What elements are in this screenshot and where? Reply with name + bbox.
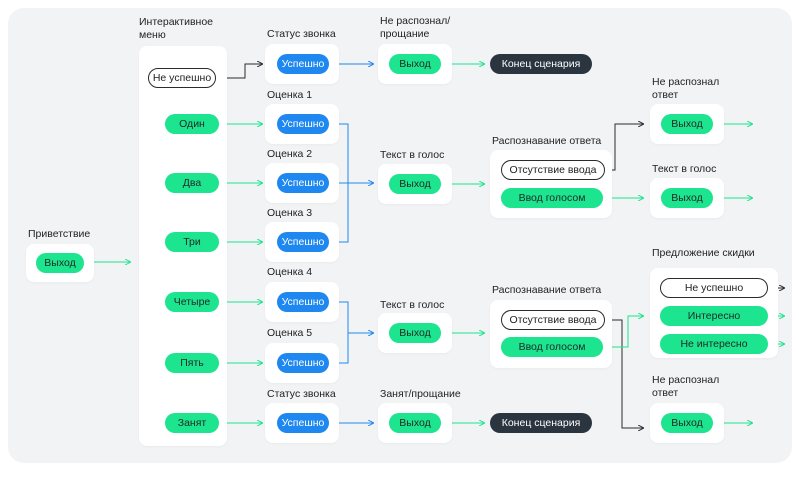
- not-recognized-answer-top-card: Выход: [650, 104, 724, 144]
- recognition-bottom-label: Распознавание ответа: [492, 284, 602, 296]
- discount-not-interested-pill[interactable]: Не интересно: [660, 334, 768, 354]
- menu-item-busy[interactable]: Занят: [165, 413, 219, 433]
- rating2-label: Оценка 2: [267, 148, 313, 160]
- call-status-bottom-label: Статус звонка: [267, 388, 336, 400]
- discount-interested-pill[interactable]: Интересно: [660, 306, 768, 326]
- menu-item-four[interactable]: Четыре: [165, 292, 219, 312]
- busy-farewell-label: Занят/прощание: [380, 388, 461, 400]
- menu-item-three[interactable]: Три: [165, 232, 219, 252]
- tts-col5-label: Текст в голос: [652, 163, 717, 175]
- menu-item-two[interactable]: Два: [165, 173, 219, 193]
- success-pill-rating2[interactable]: Успешно: [277, 173, 329, 193]
- menu-label: Интерактивное меню: [139, 16, 213, 41]
- rating5-card: Успешно: [265, 343, 339, 383]
- menu-item-not-success[interactable]: Не успешно: [148, 68, 216, 88]
- discount-not-success-pill[interactable]: Не успешно: [660, 278, 768, 298]
- no-input-pill-bottom[interactable]: Отсутствие ввода: [501, 310, 605, 330]
- exit-pill-col5-1[interactable]: Выход: [661, 114, 713, 134]
- rating3-card: Успешно: [265, 222, 339, 262]
- call-status-top-label: Статус звонка: [267, 28, 336, 40]
- success-pill-status-top[interactable]: Успешно: [277, 54, 329, 74]
- discount-offer-label: Предложение скидки: [652, 247, 755, 259]
- greeting-label: Приветствие: [28, 228, 91, 240]
- exit-pill-col5-2[interactable]: Выход: [661, 188, 713, 208]
- tts-bottom-label: Текст в голос: [380, 299, 445, 311]
- menu-item-five[interactable]: Пять: [165, 353, 219, 373]
- not-recognized-answer-top-label: Не распознал ответ: [652, 76, 720, 101]
- tts-top-card: Выход: [378, 164, 452, 204]
- call-status-top-card: Успешно: [265, 44, 339, 84]
- rating4-card: Успешно: [265, 282, 339, 322]
- call-status-bottom-card: Успешно: [265, 403, 339, 443]
- rating1-label: Оценка 1: [267, 89, 313, 101]
- exit-pill-col5-3[interactable]: Выход: [661, 413, 713, 433]
- voice-input-pill-bottom[interactable]: Ввод голосом: [501, 337, 603, 357]
- rating2-card: Успешно: [265, 163, 339, 203]
- exit-pill-tts-top[interactable]: Выход: [389, 174, 441, 194]
- rating3-label: Оценка 3: [267, 207, 313, 219]
- recognition-top-card: Отсутствие ввода Ввод голосом: [490, 150, 612, 218]
- end-scenario-top[interactable]: Конец сценария: [490, 54, 592, 74]
- discount-offer-card: Не успешно Интересно Не интересно: [650, 268, 778, 358]
- not-recognized-farewell-card: Выход: [378, 44, 452, 84]
- end-scenario-bottom[interactable]: Конец сценария: [490, 413, 592, 433]
- exit-pill-tts-bottom[interactable]: Выход: [389, 323, 441, 343]
- busy-farewell-card: Выход: [378, 403, 452, 443]
- recognition-top-label: Распознавание ответа: [492, 135, 602, 147]
- tts-col5-card: Выход: [650, 178, 724, 218]
- greeting-exit-pill[interactable]: Выход: [36, 253, 84, 273]
- no-input-pill-top[interactable]: Отсутствие ввода: [501, 160, 605, 180]
- success-pill-rating5[interactable]: Успешно: [277, 353, 329, 373]
- success-pill-status-bottom[interactable]: Успешно: [277, 413, 329, 433]
- voice-input-pill-top[interactable]: Ввод голосом: [501, 188, 603, 208]
- tts-bottom-card: Выход: [378, 313, 452, 353]
- rating5-label: Оценка 5: [267, 327, 313, 339]
- not-recognized-answer-bottom-label: Не распознал ответ: [652, 374, 720, 399]
- not-recognized-answer-bottom-card: Выход: [650, 403, 724, 443]
- recognition-bottom-card: Отсутствие ввода Ввод голосом: [490, 300, 612, 368]
- exit-pill-busy-farewell[interactable]: Выход: [389, 413, 441, 433]
- greeting-card: Выход: [26, 244, 94, 282]
- success-pill-rating4[interactable]: Успешно: [277, 292, 329, 312]
- success-pill-rating3[interactable]: Успешно: [277, 232, 329, 252]
- not-recognized-farewell-label: Не распознал/ прощание: [380, 15, 451, 40]
- exit-pill-farewell-top[interactable]: Выход: [389, 54, 441, 74]
- success-pill-rating1[interactable]: Успешно: [277, 114, 329, 134]
- rating4-label: Оценка 4: [267, 266, 313, 278]
- tts-top-label: Текст в голос: [380, 149, 445, 161]
- rating1-card: Успешно: [265, 104, 339, 144]
- menu-item-one[interactable]: Один: [165, 114, 219, 134]
